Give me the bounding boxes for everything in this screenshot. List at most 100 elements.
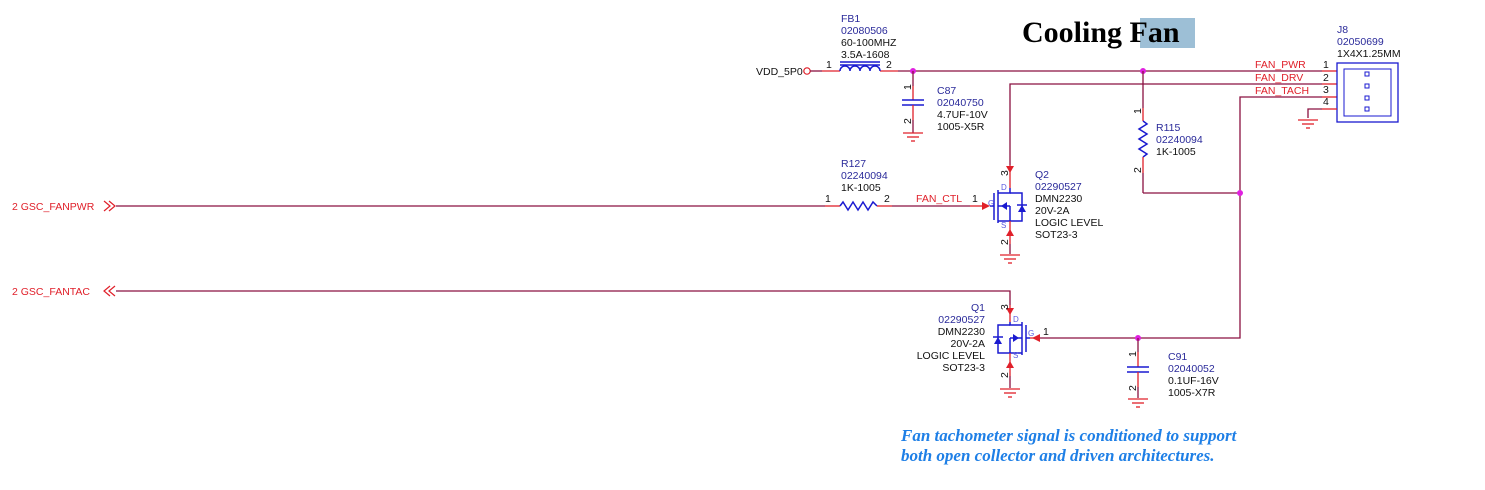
junction-dot <box>1237 190 1243 196</box>
c91-value: 0.1UF-16V <box>1168 375 1219 387</box>
pin-arrow-icon <box>1006 308 1014 315</box>
port-label: 2 GSC_FANTAC <box>12 286 90 298</box>
c87-ref: C87 <box>937 85 956 97</box>
resistor-icon <box>1137 120 1149 158</box>
ferrite-bead-fb1[interactable]: FB1 02080506 60-100MHZ 3.5A-1608 1 2 <box>826 13 897 72</box>
ground-icon <box>1128 398 1148 408</box>
resistor-r115[interactable]: 1 2 R115 02240094 1K-1005 <box>1132 71 1203 193</box>
q2-ref: Q2 <box>1035 169 1049 181</box>
j8-ref: J8 <box>1337 24 1348 36</box>
pin-number: 1 <box>1323 59 1329 71</box>
net-label-fan-tach: FAN_TACH <box>1255 85 1309 97</box>
r127-ref: R127 <box>841 158 866 170</box>
pin-number: 2 <box>886 59 892 71</box>
fan-tach-net <box>1040 96 1337 341</box>
pin-number: 1 <box>826 59 832 71</box>
port-label: 2 GSC_FANPWR <box>12 201 95 213</box>
pin-number: 2 <box>999 372 1011 378</box>
pin-number: 1 <box>1127 351 1139 357</box>
pin-name: G <box>988 199 994 208</box>
capacitor-c87[interactable]: 1 2 C87 02040750 4.7UF-10V 1005-X5R <box>902 71 988 142</box>
net-label-fan-ctl: FAN_CTL <box>916 193 962 205</box>
pin-number: 2 <box>902 118 914 124</box>
pin-number: 3 <box>999 304 1011 310</box>
pin-number: 3 <box>999 170 1011 176</box>
r115-value: 1K-1005 <box>1156 146 1196 158</box>
r127-value: 1K-1005 <box>841 182 881 194</box>
q1-ref: Q1 <box>971 302 985 314</box>
r115-ref: R115 <box>1156 122 1180 134</box>
design-note-line1: Fan tachometer signal is conditioned to … <box>900 426 1238 445</box>
pin-number: 2 <box>884 193 890 205</box>
pin-name: S <box>1013 351 1018 360</box>
ground-icon <box>903 132 923 142</box>
pin-arrow-icon <box>1032 334 1040 342</box>
q1-rating: 20V-2A <box>951 338 985 350</box>
ground-icon <box>1000 254 1020 264</box>
fb1-part: 02080506 <box>841 25 888 37</box>
pin-name: S <box>1001 221 1006 230</box>
q1-type: LOGIC LEVEL <box>917 350 985 362</box>
resistor-icon <box>839 200 878 212</box>
pin-arrow-icon <box>1006 361 1014 368</box>
q1-part: 02290527 <box>938 314 985 326</box>
q2-value: DMN2230 <box>1035 193 1082 205</box>
design-note-line2: both open collector and driven architect… <box>901 446 1215 465</box>
resistor-r127[interactable]: 1 2 R127 02240094 1K-1005 <box>825 158 982 212</box>
port-gsc-fantac[interactable]: 2 GSC_FANTAC <box>12 285 1011 305</box>
q1-package: SOT23-3 <box>942 362 985 374</box>
connector-j8[interactable]: 1 2 3 4 J8 02050699 1X4X1.25MM <box>1298 24 1401 129</box>
net-label-fan-pwr: FAN_PWR <box>1255 59 1306 71</box>
c91-package: 1005-X7R <box>1168 387 1216 399</box>
title-highlight <box>1140 18 1195 48</box>
q2-type: LOGIC LEVEL <box>1035 217 1103 229</box>
power-port-icon <box>803 67 811 75</box>
pin-number: 2 <box>1127 385 1139 391</box>
q1-value: DMN2230 <box>938 326 985 338</box>
net-label-fan-drv: FAN_DRV <box>1255 72 1303 84</box>
sheet-title: Cooling Fan <box>1022 16 1180 49</box>
c87-package: 1005-X5R <box>937 121 985 133</box>
mosfet-q1[interactable]: 1 3 2 D G S Q1 02290527 DMN2230 20V-2A L… <box>917 302 1049 398</box>
q2-rating: 20V-2A <box>1035 205 1069 217</box>
c91-ref: C91 <box>1168 351 1187 363</box>
c91-part: 02040052 <box>1168 363 1215 375</box>
fb1-value: 60-100MHZ <box>841 37 897 49</box>
pin-name: D <box>1001 183 1007 192</box>
ground-icon <box>1000 388 1020 398</box>
pin-number: 2 <box>1132 167 1144 173</box>
ground-icon <box>1298 119 1318 129</box>
port-gsc-fanpwr[interactable]: 2 GSC_FANPWR <box>12 200 840 213</box>
pin-name: G <box>1028 329 1034 338</box>
pin-number: 1 <box>972 193 978 205</box>
j8-value: 1X4X1.25MM <box>1337 48 1401 60</box>
vdd-rail: VDD_5P0 <box>756 66 1337 78</box>
pin-number: 1 <box>902 84 914 90</box>
inductor-icon <box>839 65 881 72</box>
pin-number: 2 <box>999 239 1011 245</box>
offpage-input-icon <box>103 285 116 297</box>
r115-part: 02240094 <box>1156 134 1203 146</box>
fb1-package: 3.5A-1608 <box>841 49 890 61</box>
mosfet-q2[interactable]: 1 3 2 D G S Q2 02290527 DMN2230 20V-2A L… <box>972 165 1103 264</box>
capacitor-c91[interactable]: 1 2 C91 02040052 0.1UF-16V 1005-X7R <box>1127 338 1219 408</box>
fb1-ref: FB1 <box>841 13 860 25</box>
r127-part: 02240094 <box>841 170 888 182</box>
pin-number: 1 <box>1043 326 1049 338</box>
fan-drv-net <box>1009 83 1337 165</box>
pin-name: D <box>1013 315 1019 324</box>
pin-number: 4 <box>1323 96 1329 108</box>
vdd-label: VDD_5P0 <box>756 66 803 78</box>
pin-number: 1 <box>1132 108 1144 114</box>
c87-part: 02040750 <box>937 97 984 109</box>
j8-part: 02050699 <box>1337 36 1384 48</box>
pin-arrow-icon <box>1006 229 1014 236</box>
pin-number: 3 <box>1323 84 1329 96</box>
offpage-output-icon <box>103 200 116 212</box>
q2-package: SOT23-3 <box>1035 229 1078 241</box>
pin-arrow-icon <box>982 202 990 210</box>
q2-part: 02290527 <box>1035 181 1082 193</box>
pin-number: 1 <box>825 193 831 205</box>
